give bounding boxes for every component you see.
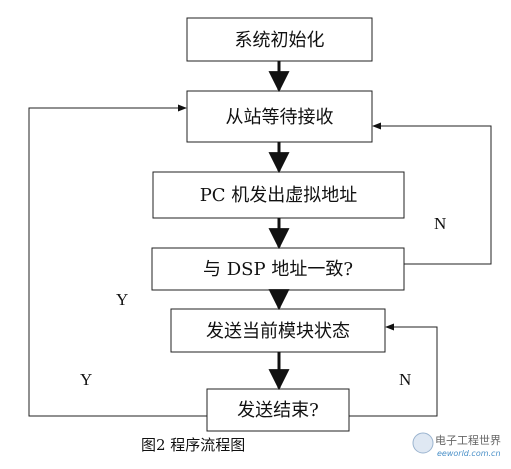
node-pc-send-address-label: PC 机发出虚拟地址 [200, 185, 358, 206]
arrow-done-no-loop [349, 323, 438, 417]
node-slave-wait-label: 从站等待接收 [226, 107, 334, 128]
node-address-match: 与 DSP 地址一致? [151, 247, 405, 291]
node-system-init: 系统初始化 [186, 17, 373, 62]
watermark-url: eeworld.com.cn [437, 449, 501, 458]
arrow-done-yes-loop [28, 104, 207, 417]
figure-caption: 图2 程序流程图 [141, 436, 245, 454]
edge-label-done-yes: Y [80, 370, 92, 389]
node-send-done-label: 发送结束? [237, 400, 319, 421]
node-slave-wait: 从站等待接收 [186, 90, 373, 143]
node-address-match-label: 与 DSP 地址一致? [203, 259, 353, 280]
arrow-match-no-loop [372, 122, 492, 265]
node-pc-send-address: PC 机发出虚拟地址 [152, 171, 405, 219]
edge-label-match-no: N [434, 214, 446, 233]
node-send-module-state: 发送当前模块状态 [170, 308, 386, 353]
watermark-brand: 电子工程世界 [435, 434, 501, 447]
watermark-globe-icon [412, 432, 434, 454]
watermark-logo: 电子工程世界 eeworld.com.cn [412, 432, 501, 458]
node-send-module-state-label: 发送当前模块状态 [206, 321, 350, 342]
edge-label-done-no: N [399, 370, 411, 389]
edge-label-match-yes: Y [116, 290, 128, 309]
node-system-init-label: 系统初始化 [235, 30, 325, 51]
node-send-done: 发送结束? [206, 388, 350, 432]
